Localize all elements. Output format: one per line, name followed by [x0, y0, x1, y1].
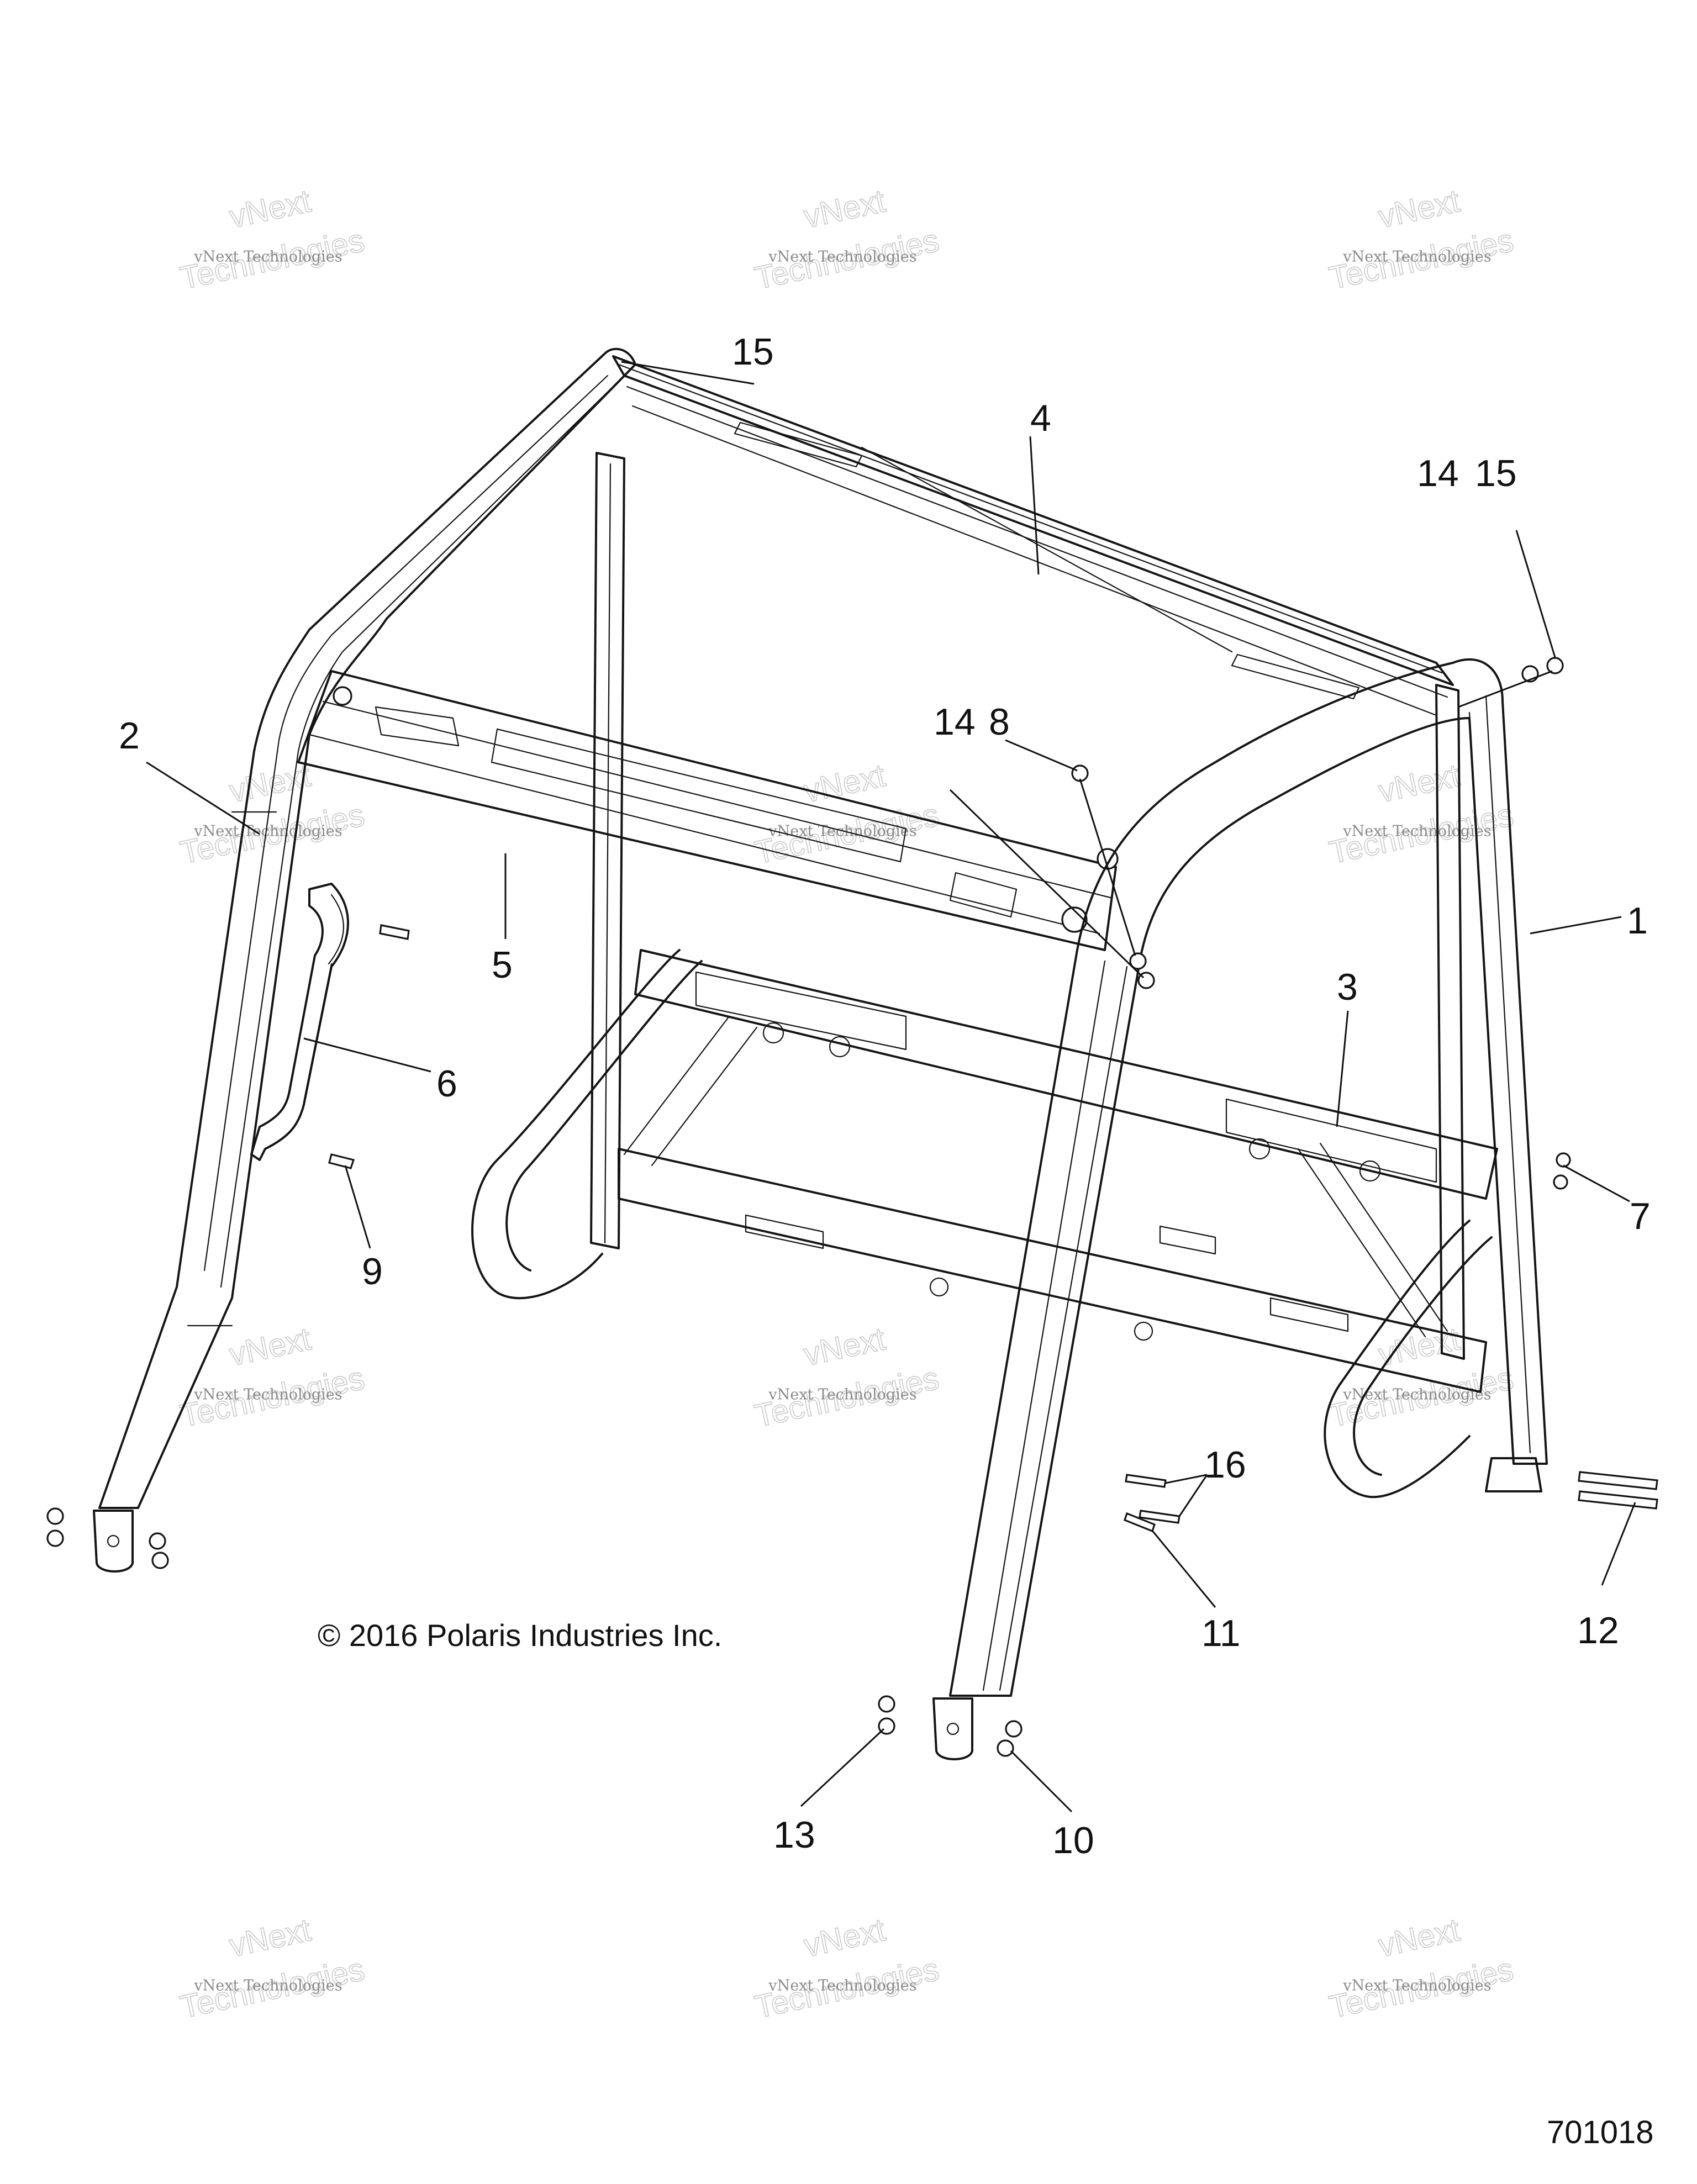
hardware-fasteners [46, 657, 1658, 1757]
watermark-caption: vNext Technologies [1342, 249, 1491, 266]
callout-11: 11 [1201, 1612, 1241, 1654]
watermark-caption: vNext Technologies [193, 823, 342, 840]
watermark-caption: vNext Technologies [193, 249, 342, 266]
part-5-front-cross-bar [297, 670, 1119, 951]
part-1-right-roll-hoop [932, 658, 1548, 1760]
callout-14: 14 [1417, 452, 1459, 494]
callout-9: 9 [362, 1251, 383, 1293]
watermark-caption: vNext Technologies [1342, 823, 1491, 840]
watermark-vnext: vNext [1375, 183, 1463, 235]
callout-2: 2 [119, 715, 140, 757]
watermark-vnext: vNext [1375, 757, 1463, 809]
callout-1: 1 [1627, 900, 1648, 942]
copyright-notice: © 2016 Polaris Industries Inc. [318, 1618, 722, 1653]
watermark-caption: vNext Technologies [193, 1977, 342, 1995]
callout-16: 16 [1204, 1444, 1246, 1486]
watermark-vnext: vNext [801, 757, 889, 809]
callout-5: 5 [492, 944, 513, 986]
watermark-vnext: vNext [1375, 1912, 1463, 1964]
leader-lines [146, 361, 1636, 1813]
callout-4: 4 [1030, 397, 1051, 439]
part-3-lower-frame-panel [590, 452, 1498, 1393]
part-2-left-roll-hoop [93, 347, 636, 1573]
callout-15: 15 [1475, 452, 1517, 494]
callout-7: 7 [1630, 1195, 1651, 1237]
watermark-vnext: vNext [801, 1912, 889, 1964]
watermark-caption: vNext Technologies [768, 1386, 916, 1404]
callout-labels: 15 4 14 15 14 8 2 5 1 3 6 7 9 16 11 12 1… [119, 331, 1651, 1861]
callout-8: 8 [989, 701, 1010, 743]
watermark-vnext: vNext [226, 1912, 314, 1964]
callout-14: 14 [934, 701, 976, 743]
watermark-caption: vNext Technologies [768, 249, 916, 266]
callout-12: 12 [1577, 1610, 1619, 1652]
callout-3: 3 [1337, 966, 1358, 1008]
rear-grab-loops [471, 949, 1493, 1499]
callout-13: 13 [773, 1814, 815, 1856]
part-6-grab-handle [250, 883, 410, 1169]
watermark-caption: vNext Technologies [1342, 1977, 1491, 1995]
diagram-number: 701018 [1547, 2114, 1654, 2150]
callout-10: 10 [1052, 1819, 1094, 1861]
watermark-vnext: vNext [226, 183, 314, 235]
watermark-vnext: vNext [801, 183, 889, 235]
callout-15: 15 [732, 331, 774, 373]
callout-6: 6 [436, 1063, 457, 1105]
watermark-caption: vNext Technologies [768, 1977, 916, 1995]
watermark-vnext: vNext [801, 1321, 889, 1373]
watermark-vnext: vNext [226, 1321, 314, 1373]
watermark-caption: vNext Technologies [193, 1386, 342, 1404]
